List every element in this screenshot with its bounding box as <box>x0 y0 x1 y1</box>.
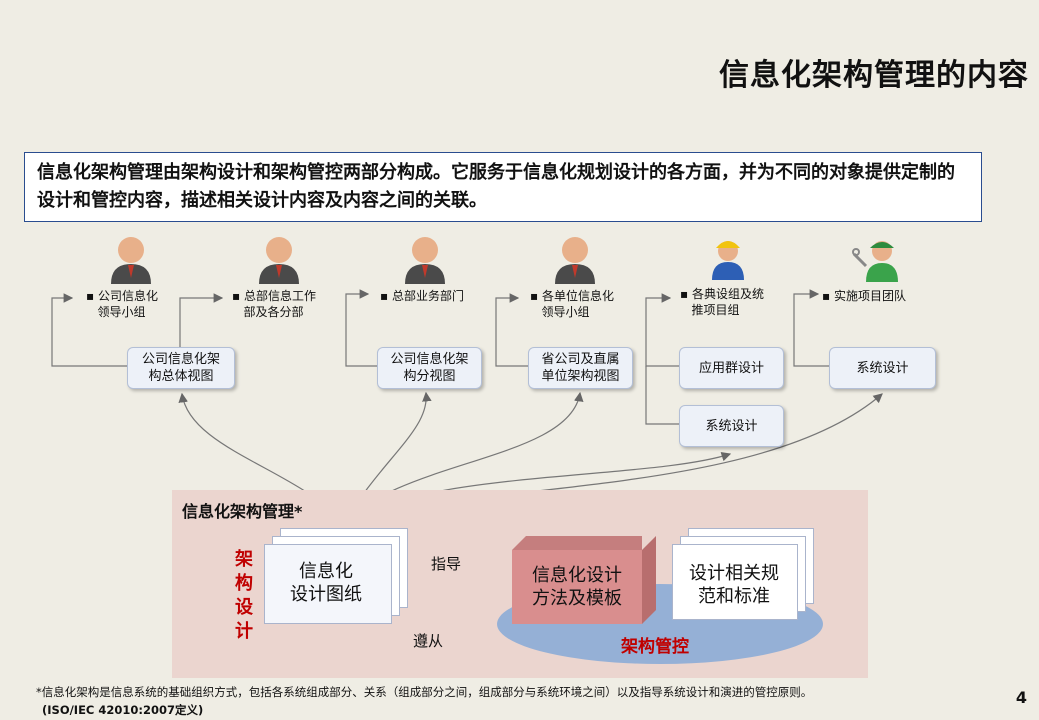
design-method-templates: 信息化设计方法及模板 <box>512 550 642 624</box>
management-title: 信息化架构管理* <box>182 502 303 521</box>
role-design-team: ▪ 各典设组及统 推项目组 <box>680 287 764 317</box>
method-cube-side <box>642 536 656 624</box>
follow-label: 遵从 <box>413 632 444 650</box>
footnote-line2: (ISO/IEC 42010:2007定义) <box>42 703 204 717</box>
page-number: 4 <box>1015 688 1027 707</box>
manager-person-icon <box>555 237 595 284</box>
role-company-leadership: ▪ 公司信息化 领导小组 <box>86 289 158 319</box>
engineer-wrench-icon <box>852 241 898 282</box>
control-label: 架构管控 <box>621 637 689 657</box>
design-drawings: 信息化设计图纸 <box>290 561 362 605</box>
view-unit: 省公司及直属单位架构视图 <box>528 347 633 389</box>
view-system-design-a: 系统设计 <box>679 405 784 447</box>
view-overall: 公司信息化架构总体视图 <box>127 347 235 389</box>
page-title: 信息化架构管理的内容 <box>719 58 1029 93</box>
manager-person-icon <box>111 237 151 284</box>
view-sub: 公司信息化架构分视图 <box>377 347 482 389</box>
role-hq-it-dept: ▪ 总部信息工作 部及各分部 <box>232 289 316 319</box>
method-cube-top <box>512 536 642 550</box>
manager-person-icon <box>405 237 445 284</box>
role-unit-leadership: ▪ 各单位信息化 领导小组 <box>530 289 614 319</box>
drawing-sheet <box>264 544 392 624</box>
view-app-group-design: 应用群设计 <box>679 347 784 389</box>
role-implementation-team: ▪ 实施项目团队 <box>822 289 906 303</box>
intro-text: 信息化架构管理由架构设计和架构管控两部分构成。它服务于信息化规划设计的各方面，并… <box>24 152 982 222</box>
footnote: *信息化架构是信息系统的基础组织方式，包括各系统组成部分、关系（组成部分之间，组… <box>36 683 812 719</box>
design-standards: 设计相关规范和标准 <box>689 563 779 607</box>
standards-sheet <box>672 544 798 620</box>
design-label: 架构设计 <box>235 549 253 642</box>
view-system-design-b: 系统设计 <box>829 347 936 389</box>
worker-hardhat-icon <box>712 241 744 280</box>
footnote-line1: *信息化架构是信息系统的基础组织方式，包括各系统组成部分、关系（组成部分之间，组… <box>36 685 813 699</box>
role-hq-business-dept: ▪ 总部业务部门 <box>380 289 464 303</box>
manager-person-icon <box>259 237 299 284</box>
guide-label: 指导 <box>431 555 462 573</box>
